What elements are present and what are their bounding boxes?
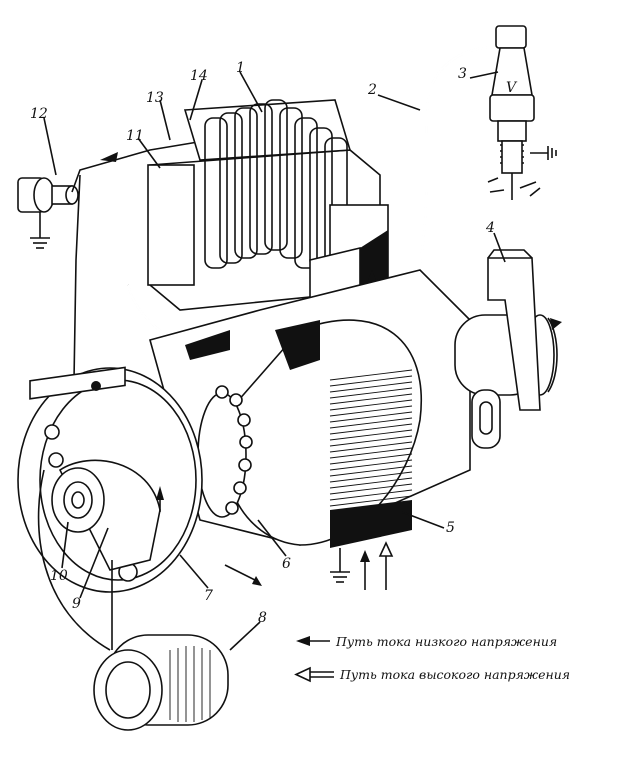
gear-ring [197, 385, 253, 518]
callout-14: 14 [190, 68, 208, 84]
callout-7: 7 [204, 588, 213, 604]
callout-3: 3 [458, 66, 467, 82]
callout-1: 1 [236, 60, 245, 76]
callout-11: 11 [126, 128, 144, 144]
callout-5: 5 [446, 520, 455, 536]
callout-6: 6 [282, 556, 291, 572]
ground-symbol [330, 548, 350, 583]
legend-low-voltage: Путь тока низкого напряжения [296, 634, 557, 649]
capacitor [93, 634, 229, 731]
callout-10: 10 [50, 568, 68, 584]
legend-low-voltage-label: Путь тока низкого напряжения [335, 634, 557, 649]
callout-4: 4 [485, 220, 495, 236]
callout-9: 9 [72, 596, 81, 612]
spark-plug: V [487, 25, 557, 200]
breaker-plate [17, 366, 203, 593]
legend-high-voltage: Путь тока высокого напряжения [294, 666, 570, 683]
legend-high-voltage-label: Путь тока высокого напряжения [339, 667, 570, 682]
callout-12: 12 [30, 106, 48, 122]
callout-8: 8 [258, 610, 267, 626]
legend: Путь тока низкого напряжения Путь тока в… [294, 634, 570, 683]
callout-2: 2 [367, 82, 377, 98]
callout-13: 13 [146, 90, 164, 106]
callout-labels: 1 2 3 4 5 6 7 8 9 10 11 12 13 14 [30, 60, 495, 626]
switch-assembly [17, 177, 79, 249]
svg-text:V: V [506, 80, 518, 96]
drive-shaft [454, 249, 562, 449]
